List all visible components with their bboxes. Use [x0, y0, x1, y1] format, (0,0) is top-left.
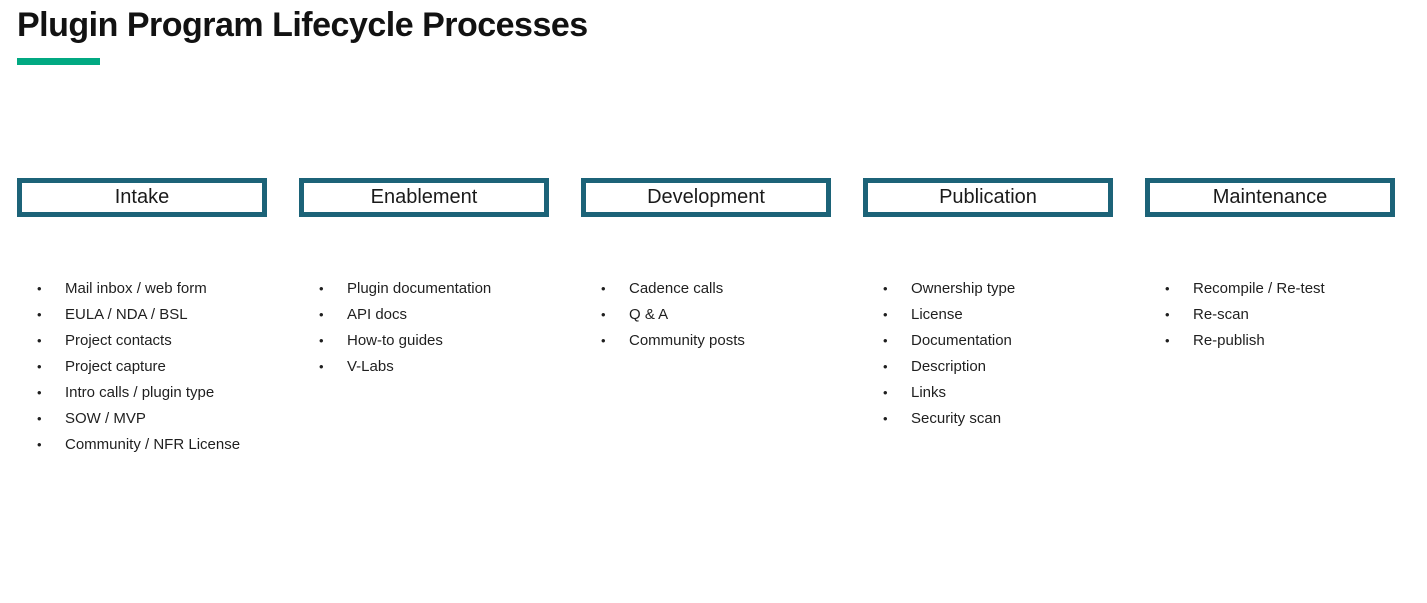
list-item-label: Re-scan: [1193, 306, 1249, 323]
list-item-label: Ownership type: [911, 280, 1016, 297]
list-item: • Documentation: [863, 328, 1113, 354]
bullet-icon: •: [37, 281, 42, 296]
bullet-icon: •: [883, 359, 888, 374]
list-item: • Ownership type: [863, 276, 1113, 302]
bullet-icon: •: [883, 281, 888, 296]
list-item: • EULA / NDA / BSL: [17, 302, 267, 328]
list-item-label: Community posts: [629, 332, 745, 349]
stage-header-label: Publication: [939, 186, 1037, 208]
list-item: • Project capture: [17, 354, 267, 380]
stage-header-label: Intake: [114, 186, 170, 208]
list-item-label: API docs: [347, 306, 408, 323]
bullet-icon: •: [37, 411, 42, 426]
column-development: Development • Cadence calls • Q & A • Commu…: [581, 178, 831, 458]
list-item: • Recompile / Re-test: [1145, 276, 1395, 302]
intake-item-list: • Mail inbox / web form • EULA / NDA / BSL…: [17, 276, 267, 458]
list-item: • Security scan: [863, 406, 1113, 432]
bullet-icon: •: [37, 385, 42, 400]
maintenance-item-list: • Recompile / Re-test • Re-scan • Re-publis…: [1145, 276, 1395, 354]
bullet-icon: •: [883, 307, 888, 322]
list-item: • License: [863, 302, 1113, 328]
list-item: • Community posts: [581, 328, 831, 354]
list-item: • Re-publish: [1145, 328, 1395, 354]
list-item: • Cadence calls: [581, 276, 831, 302]
bullet-icon: •: [319, 281, 324, 296]
list-item-label: Documentation: [911, 332, 1012, 349]
bullet-icon: •: [37, 307, 42, 322]
bullet-icon: •: [37, 359, 42, 374]
list-item-label: Re-publish: [1193, 332, 1265, 349]
lifecycle-columns: Intake • Mail inbox / web form • EULA / ND…: [17, 178, 1395, 458]
bullet-icon: •: [601, 333, 606, 348]
bullet-icon: •: [1165, 307, 1170, 322]
list-item: • Description: [863, 354, 1113, 380]
bullet-icon: •: [601, 307, 606, 322]
bullet-icon: •: [1165, 281, 1170, 296]
list-item-label: How-to guides: [347, 332, 443, 349]
list-item: • V-Labs: [299, 354, 549, 380]
bullet-icon: •: [883, 333, 888, 348]
list-item-label: Description: [911, 358, 987, 375]
list-item: • SOW / MVP: [17, 406, 267, 432]
column-publication: Publication • Ownership type • License • Do…: [863, 178, 1113, 458]
page-title: Plugin Program Lifecycle Processes: [17, 6, 588, 44]
stage-header-box-intake: Intake: [17, 178, 267, 217]
list-item: • Q & A: [581, 302, 831, 328]
list-item: • Re-scan: [1145, 302, 1395, 328]
bullet-icon: •: [883, 411, 888, 426]
list-item: • How-to guides: [299, 328, 549, 354]
list-item-label: License: [911, 306, 963, 323]
list-item: • Community / NFR License: [17, 432, 267, 458]
list-item-label: SOW / MVP: [65, 410, 146, 427]
column-intake: Intake • Mail inbox / web form • EULA / ND…: [17, 178, 267, 458]
list-item-label: Community / NFR License: [65, 436, 241, 453]
stage-header-box-enablement: Enablement: [299, 178, 549, 217]
stage-header-box-maintenance: Maintenance: [1145, 178, 1395, 217]
stage-header-box-publication: Publication: [863, 178, 1113, 217]
list-item-label: Intro calls / plugin type: [65, 384, 215, 401]
list-item-label: Security scan: [911, 410, 1002, 427]
stage-header-label: Maintenance: [1212, 186, 1328, 208]
bullet-icon: •: [37, 333, 42, 348]
bullet-icon: •: [319, 359, 324, 374]
list-item: • Intro calls / plugin type: [17, 380, 267, 406]
list-item-label: Plugin documentation: [347, 280, 492, 297]
list-item-label: Project capture: [65, 358, 166, 375]
stage-header-box-development: Development: [581, 178, 831, 217]
bullet-icon: •: [601, 281, 606, 296]
publication-item-list: •Ownership type •License •Documentation …: [863, 276, 1113, 432]
bullet-icon: •: [1165, 333, 1170, 348]
enablement-item-list: • Plugin documentation • API docs • How-to …: [299, 276, 549, 380]
column-maintenance: Maintenance • Recompile / Re-test • Re-sca…: [1145, 178, 1395, 458]
title-accent-bar: [17, 58, 100, 65]
list-item-label: Project contacts: [65, 332, 172, 349]
list-item: • Plugin documentation: [299, 276, 549, 302]
bullet-icon: •: [319, 307, 324, 322]
list-item: • Links: [863, 380, 1113, 406]
list-item-label: Q & A: [629, 306, 669, 323]
list-item-label: Mail inbox / web form: [65, 280, 207, 297]
stage-header-label: Enablement: [370, 186, 478, 208]
stage-header-label: Development: [647, 186, 765, 208]
bullet-icon: •: [37, 437, 42, 452]
list-item-label: V-Labs: [347, 358, 394, 375]
bullet-icon: •: [883, 385, 888, 400]
list-item-label: Recompile / Re-test: [1193, 280, 1325, 297]
list-item-label: Cadence calls: [629, 280, 724, 297]
column-enablement: Enablement • Plugin documentation • API do…: [299, 178, 549, 458]
development-item-list: • Cadence calls • Q & A • Community posts: [581, 276, 831, 354]
list-item-label: Links: [911, 384, 947, 401]
list-item: • Mail inbox / web form: [17, 276, 267, 302]
list-item: • Project contacts: [17, 328, 267, 354]
bullet-icon: •: [319, 333, 324, 348]
list-item: • API docs: [299, 302, 549, 328]
list-item-label: EULA / NDA / BSL: [65, 306, 188, 323]
